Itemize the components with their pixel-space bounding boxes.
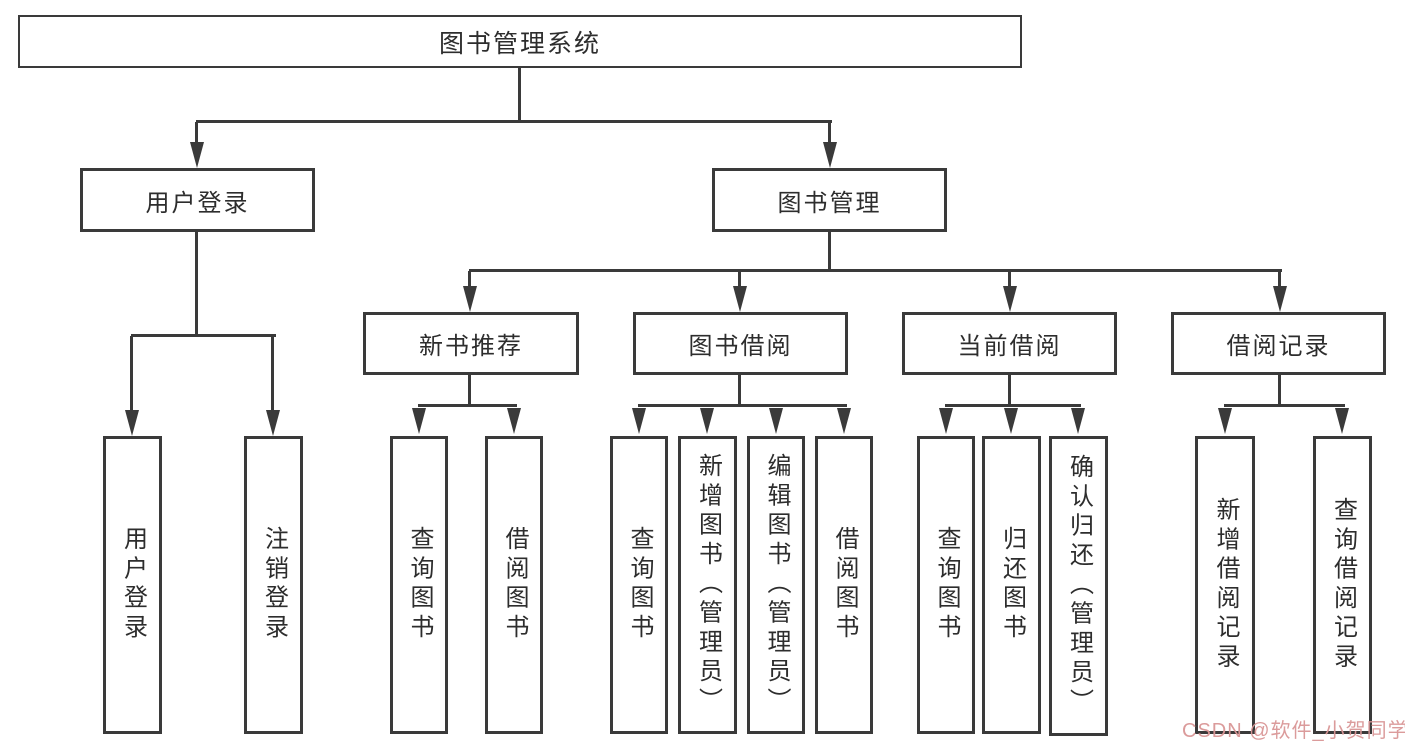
- connector-line: [468, 375, 471, 406]
- arrowhead-down: [1273, 286, 1287, 312]
- connector-line: [828, 232, 831, 272]
- arrowhead-down: [769, 408, 783, 434]
- arrowhead-down: [1218, 408, 1232, 434]
- node-label: 新书推荐: [419, 333, 523, 360]
- connector-line: [468, 271, 471, 286]
- node-current-borrow: 当前借阅: [902, 312, 1117, 375]
- node-label: 图书借阅: [688, 333, 793, 360]
- node-borrow-record: 借阅记录: [1171, 312, 1386, 375]
- node-root-library-management-system: 图书管理系统: [18, 15, 1022, 68]
- node-label: 当前借阅: [957, 333, 1062, 360]
- arrowhead-down: [632, 408, 646, 434]
- node-leaf-borrow-books: 借阅图书: [485, 436, 543, 734]
- arrowhead-down: [1003, 286, 1017, 312]
- arrowhead-down: [412, 408, 426, 434]
- node-leaf-user-login: 用户登录: [103, 436, 162, 734]
- node-label: 新增图书（管理员）: [694, 453, 722, 717]
- node-label: 查询借阅记录: [1329, 497, 1357, 673]
- node-leaf-borrow-books: 借阅图书: [815, 436, 873, 734]
- node-leaf-query-books: 查询图书: [610, 436, 668, 734]
- connector-line: [738, 375, 741, 406]
- node-label: 查询图书: [933, 526, 960, 644]
- arrowhead-down: [1335, 408, 1349, 434]
- arrowhead-down: [507, 408, 521, 434]
- connector-line: [518, 68, 521, 121]
- csdn-watermark: CSDN @软件_小贺同学: [1182, 720, 1405, 742]
- connector-line: [738, 271, 741, 286]
- node-label: 编辑图书（管理员）: [763, 453, 790, 717]
- arrowhead-down: [463, 286, 477, 312]
- node-label: 借阅记录: [1226, 333, 1331, 360]
- node-user-login: 用户登录: [80, 168, 315, 232]
- arrowhead-down: [837, 408, 851, 434]
- connector-line: [130, 336, 133, 410]
- arrowhead-down: [733, 286, 747, 312]
- node-label: 查询图书: [406, 526, 433, 644]
- connector-line: [1008, 375, 1011, 406]
- node-label: 图书管理系统: [438, 29, 601, 58]
- arrowhead-down: [700, 408, 714, 434]
- node-leaf-confirm-return-admin: 确认归还（管理员）: [1049, 436, 1108, 736]
- connector-line: [1224, 404, 1345, 407]
- node-leaf-query-books: 查询图书: [390, 436, 448, 734]
- node-label: 新增借阅记录: [1212, 497, 1239, 673]
- node-label: 借阅图书: [501, 526, 528, 644]
- arrowhead-down: [1071, 408, 1085, 434]
- connector-line: [638, 404, 847, 407]
- node-leaf-logout: 注销登录: [244, 436, 303, 734]
- connector-line: [1008, 271, 1011, 286]
- connector-line: [418, 404, 517, 407]
- arrowhead-down: [1004, 408, 1018, 434]
- node-leaf-add-books-admin: 新增图书（管理员）: [678, 436, 737, 734]
- connector-line: [945, 404, 1081, 407]
- node-leaf-add-borrow-record: 新增借阅记录: [1195, 436, 1255, 734]
- node-new-book-recommend: 新书推荐: [363, 312, 579, 375]
- arrowhead-down: [190, 142, 204, 168]
- connector-line: [1278, 375, 1281, 406]
- node-book-borrow: 图书借阅: [633, 312, 848, 375]
- node-label: 用户登录: [145, 189, 250, 217]
- node-leaf-query-borrow-record: 查询借阅记录: [1313, 436, 1372, 734]
- arrowhead-down: [125, 410, 139, 436]
- connector-line: [195, 232, 198, 337]
- node-leaf-query-books: 查询图书: [917, 436, 975, 734]
- arrowhead-down: [939, 408, 953, 434]
- connector-line: [195, 122, 198, 142]
- connector-line: [271, 336, 274, 410]
- node-leaf-return-books: 归还图书: [982, 436, 1041, 734]
- connector-line: [469, 269, 1282, 272]
- node-label: 注销登录: [260, 526, 288, 644]
- connector-line: [196, 120, 832, 123]
- node-label: 用户登录: [119, 526, 147, 644]
- node-book-management: 图书管理: [712, 168, 947, 232]
- arrowhead-down: [823, 142, 837, 168]
- node-label: 借阅图书: [831, 526, 858, 644]
- arrowhead-down: [266, 410, 280, 436]
- node-label: 查询图书: [626, 526, 653, 644]
- node-leaf-edit-books-admin: 编辑图书（管理员）: [747, 436, 805, 734]
- connector-line: [828, 122, 831, 142]
- node-label: 归还图书: [998, 526, 1026, 644]
- connector-line: [1278, 271, 1281, 286]
- node-label: 确认归还（管理员）: [1065, 454, 1093, 718]
- connector-line: [131, 334, 276, 337]
- node-label: 图书管理: [777, 189, 882, 217]
